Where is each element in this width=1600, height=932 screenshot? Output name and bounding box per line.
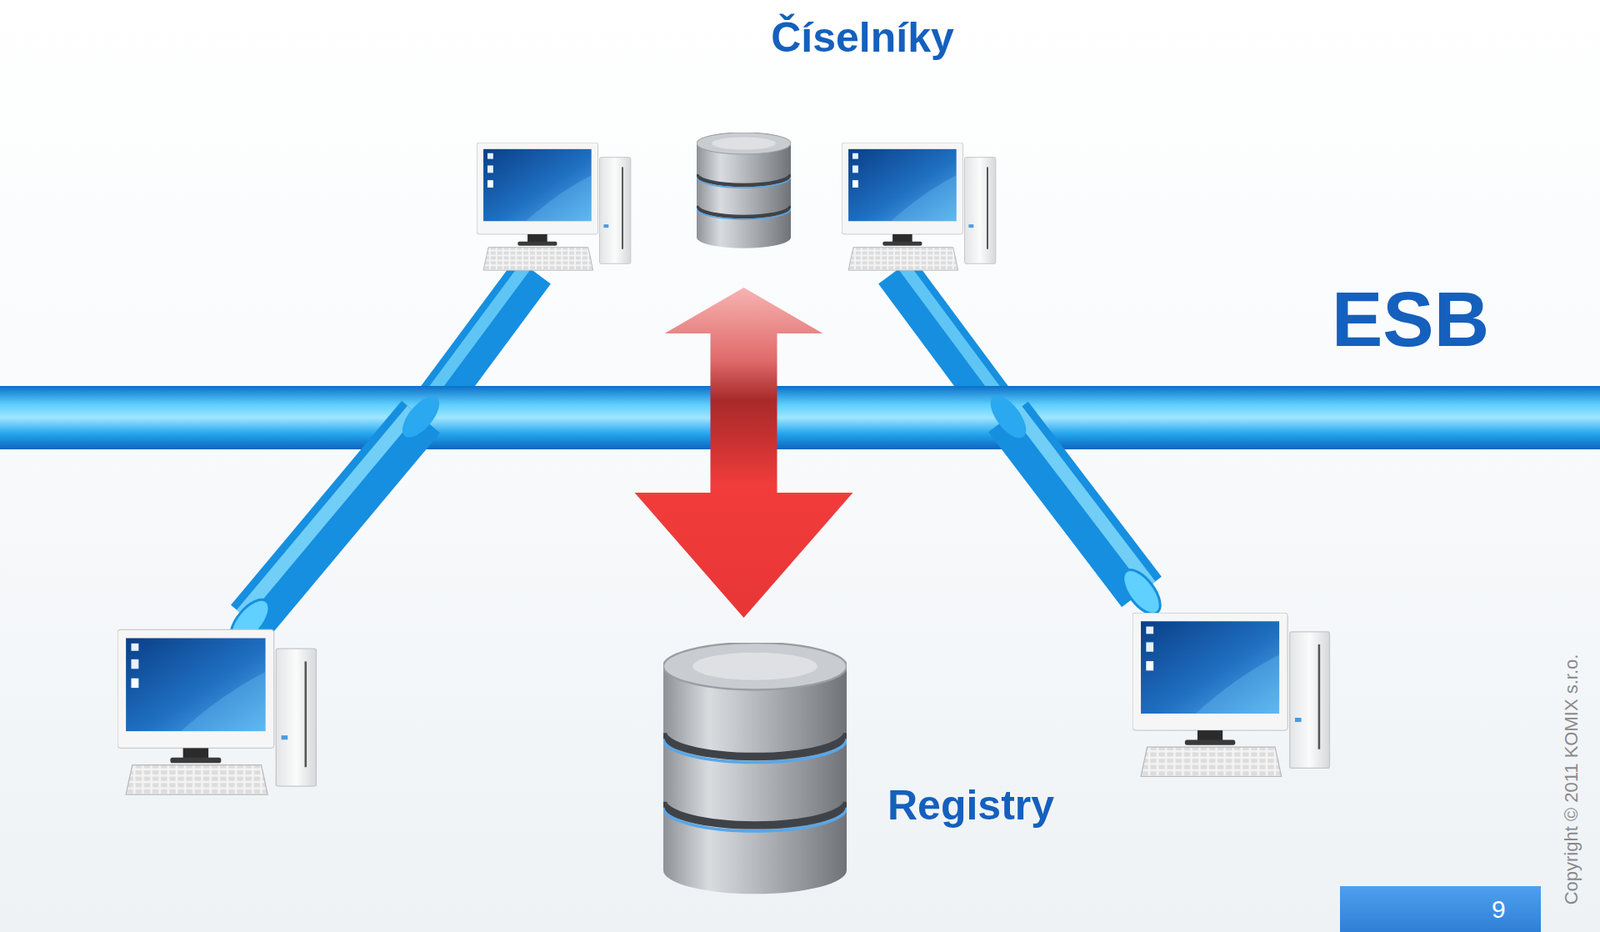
database-node: Číselníky [696, 132, 791, 250]
copyright-note: Copyright © 2011 KOMIX s.r.o. [1561, 654, 1582, 905]
page-number-bar [1340, 885, 1541, 932]
computer [117, 629, 316, 795]
computer [1132, 612, 1330, 776]
computer [841, 142, 996, 270]
database-node: Registry [663, 642, 847, 898]
database-label: Registry [887, 781, 1055, 830]
database-cylinder [696, 132, 791, 250]
bus-name: ESB [1331, 280, 1490, 358]
double-arrow [635, 287, 854, 618]
computer [476, 142, 631, 270]
database-label: Číselníky [770, 14, 955, 63]
esb-bus [0, 385, 1600, 450]
database-cylinder [663, 642, 847, 898]
page-number: 9 [1491, 895, 1506, 923]
